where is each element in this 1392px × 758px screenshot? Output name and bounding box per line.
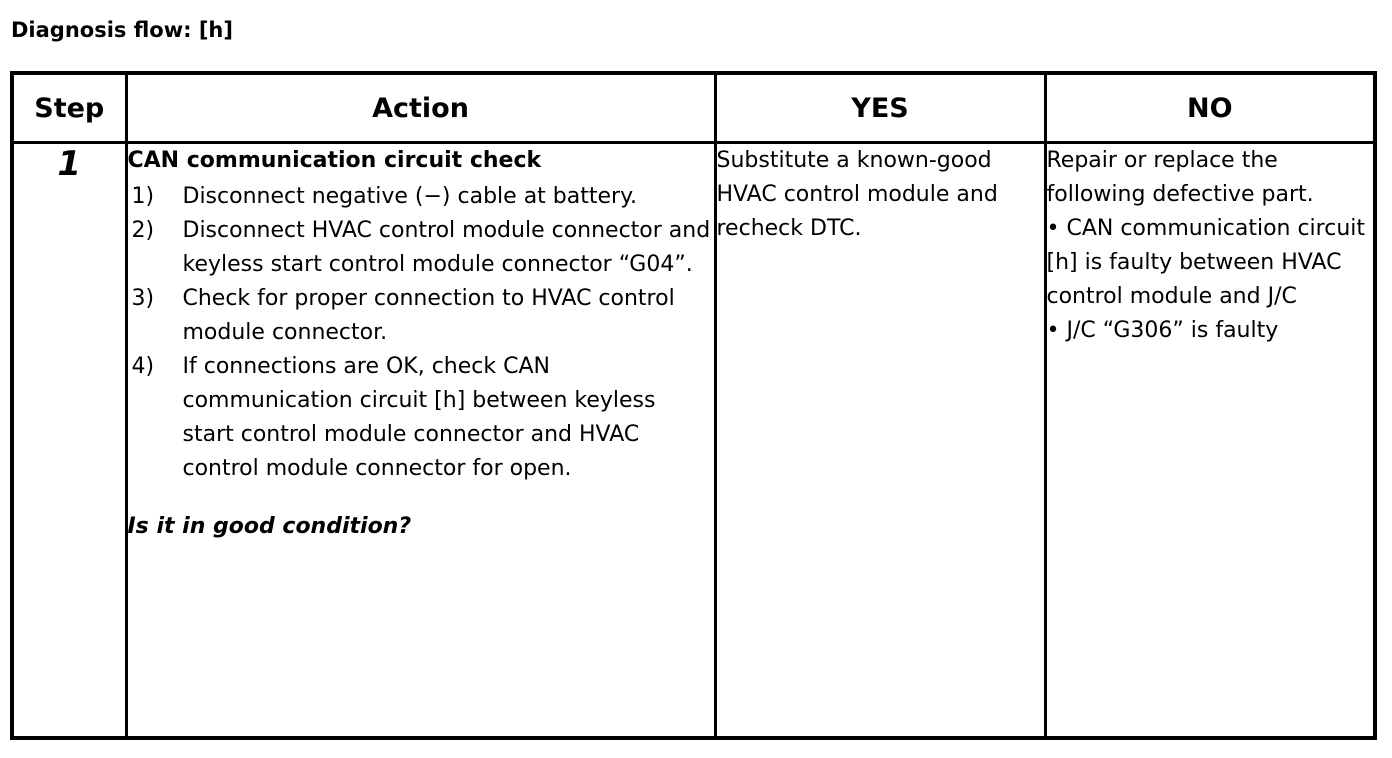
list-item: 3) Check for proper connection to HVAC c…: [128, 282, 714, 350]
action-step-list: 1) Disconnect negative (−) cable at batt…: [128, 180, 714, 486]
column-header-no: NO: [1043, 71, 1377, 144]
list-item-text: Disconnect HVAC control module connector…: [182, 218, 711, 277]
column-header-step: Step: [10, 71, 128, 144]
list-item-marker: 3): [131, 286, 155, 311]
yes-cell: Substitute a known-good HVAC control mod…: [713, 141, 1047, 740]
diagnosis-flow-table: Step Action YES NO 1 CAN communication c…: [10, 71, 1377, 740]
no-bullet-item: • J/C “G306” is faulty: [1046, 318, 1279, 343]
yes-text: Substitute a known-good HVAC control mod…: [716, 148, 998, 241]
list-item: 2) Disconnect HVAC control module connec…: [128, 214, 714, 282]
table-row: 1 CAN communication circuit check 1) Dis…: [10, 141, 1377, 740]
list-item-marker: 4): [131, 354, 155, 379]
list-item: 4) If connections are OK, check CAN comm…: [128, 350, 714, 486]
action-cell: CAN communication circuit check 1) Disco…: [124, 141, 717, 740]
list-item-text: Disconnect negative (−) cable at battery…: [182, 184, 637, 209]
step-number-cell: 1: [10, 141, 128, 740]
page-title: Diagnosis flow: [h]: [11, 18, 233, 42]
column-header-action: Action: [124, 71, 717, 144]
list-item-text: Check for proper connection to HVAC cont…: [182, 286, 675, 345]
action-question: Is it in good condition?: [127, 514, 412, 539]
table-header-row: Step Action YES NO: [10, 71, 1377, 144]
list-item-marker: 1): [131, 184, 155, 209]
no-bullet-item: • CAN communication circuit [h] is fault…: [1046, 216, 1366, 309]
list-item-text: If connections are OK, check CAN communi…: [182, 354, 656, 481]
list-item: 1) Disconnect negative (−) cable at batt…: [128, 180, 714, 214]
action-title: CAN communication circuit check: [127, 148, 542, 173]
list-item-marker: 2): [131, 218, 155, 243]
column-header-yes: YES: [713, 71, 1047, 144]
no-cell: Repair or replace the following defectiv…: [1043, 141, 1377, 740]
no-intro-text: Repair or replace the following defectiv…: [1046, 148, 1314, 207]
